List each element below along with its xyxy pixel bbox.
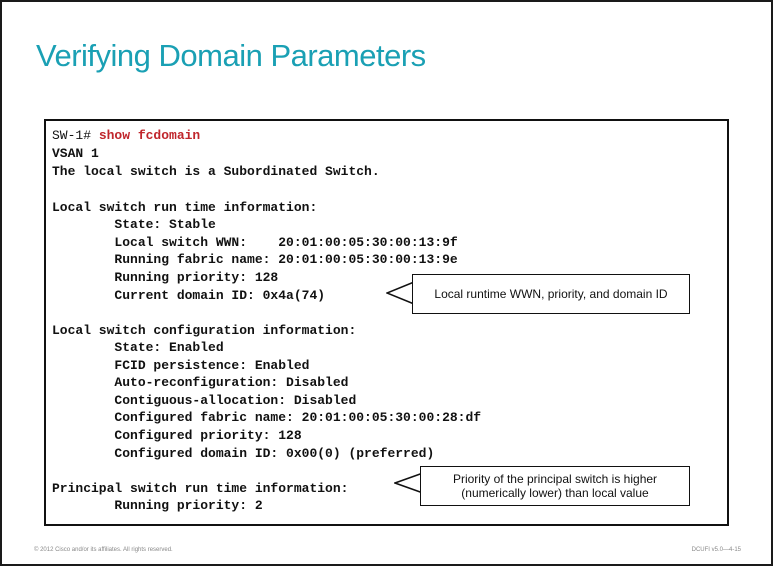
output-line: Auto-reconfiguration: Disabled xyxy=(52,375,349,390)
callout-local-runtime-text: Local runtime WWN, priority, and domain … xyxy=(434,287,668,301)
terminal-output: SW-1# show fcdomain VSAN 1 The local swi… xyxy=(44,119,729,526)
callout-pointer-icon xyxy=(386,279,420,307)
output-line: Principal switch run time information: xyxy=(52,481,349,496)
output-line: Running priority: 2 xyxy=(52,498,263,513)
slide-title: Verifying Domain Parameters xyxy=(36,38,426,73)
copyright-footer: © 2012 Cisco and/or its affiliates. All … xyxy=(34,547,173,553)
slide-number-footer: DCUFI v5.0—4-15 xyxy=(691,547,741,553)
callout-principal-text-1: Priority of the principal switch is high… xyxy=(452,472,658,486)
callout-principal-text-2: (numerically lower) than local value xyxy=(461,486,649,500)
output-line: State: Enabled xyxy=(52,340,224,355)
output-line: The local switch is a Subordinated Switc… xyxy=(52,164,380,179)
terminal-command: show fcdomain xyxy=(98,128,201,143)
output-line: Configured priority: 128 xyxy=(52,428,302,443)
output-line: Local switch configuration information: xyxy=(52,323,357,338)
output-line: Local switch run time information: xyxy=(52,200,318,215)
output-line: Configured domain ID: 0x00(0) (preferred… xyxy=(52,446,435,461)
callout-local-runtime: Local runtime WWN, priority, and domain … xyxy=(412,274,690,314)
terminal-prompt: SW-1# xyxy=(52,128,99,143)
terminal-command-line: SW-1# show fcdomain xyxy=(52,128,200,144)
callout-principal-priority: Priority of the principal switch is high… xyxy=(420,466,690,506)
callout-pointer-icon xyxy=(394,472,424,494)
output-line: Running fabric name: 20:01:00:05:30:00:1… xyxy=(52,252,458,267)
output-line: Contiguous-allocation: Disabled xyxy=(52,393,357,408)
output-line: State: Stable xyxy=(52,217,216,232)
output-line: VSAN 1 xyxy=(52,146,99,161)
output-line: Current domain ID: 0x4a(74) xyxy=(52,288,326,303)
output-line: FCID persistence: Enabled xyxy=(52,358,310,373)
output-line: Local switch WWN: 20:01:00:05:30:00:13:9… xyxy=(52,235,458,250)
output-line: Running priority: 128 xyxy=(52,270,279,285)
output-line: Configured fabric name: 20:01:00:05:30:0… xyxy=(52,410,482,425)
